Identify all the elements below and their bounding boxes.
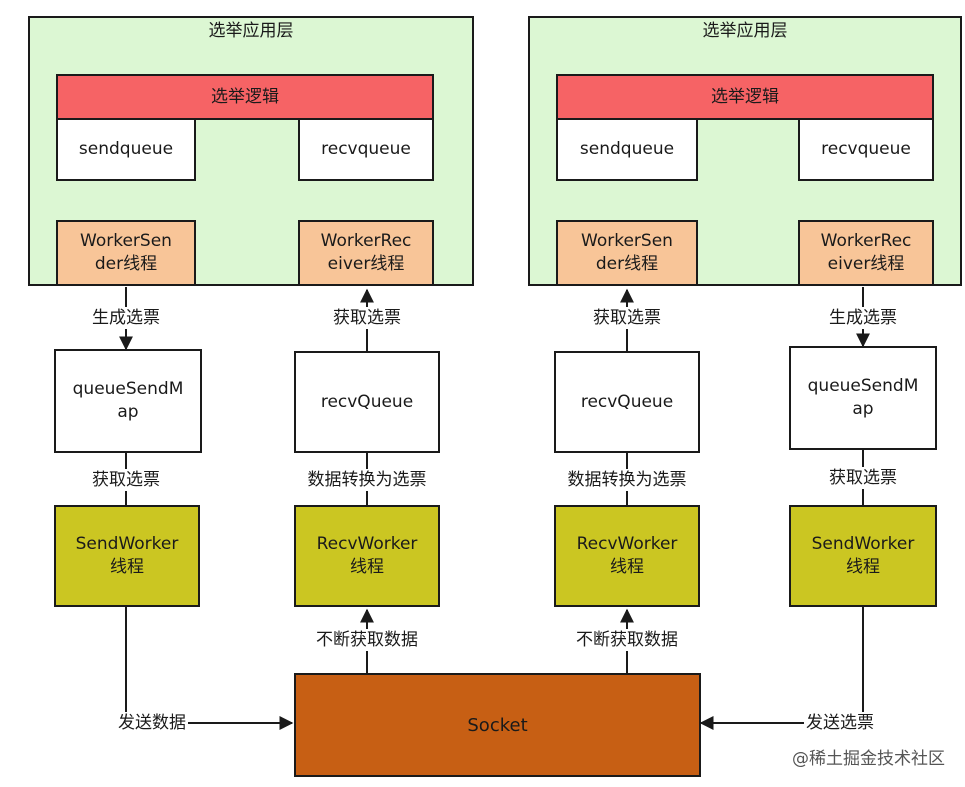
right-worker-sender-line1: WorkerSen <box>581 231 673 251</box>
left-recv-worker-line2: 线程 <box>350 557 384 577</box>
left-label-convert: 数据转换为选票 <box>305 469 429 491</box>
left-sendqueue-label: sendqueue <box>78 139 174 159</box>
right-recvqueue: recvqueue <box>798 118 934 181</box>
left-recvqueue-label: recvqueue <box>321 139 411 159</box>
left-label-fetch-data: 不断获取数据 <box>314 629 420 651</box>
left-queue-send-map: queueSendM ap <box>54 349 202 453</box>
left-worker-receiver: WorkerRec eiver线程 <box>298 220 434 286</box>
right-queue-send-map: queueSendM ap <box>789 346 937 450</box>
left-send-worker: SendWorker 线程 <box>54 505 200 607</box>
right-label-generate-vote: 生成选票 <box>827 307 899 329</box>
left-queue-send-map-line1: queueSendM <box>72 379 184 399</box>
left-worker-sender-line1: WorkerSen <box>80 231 172 251</box>
right-worker-sender: WorkerSen der线程 <box>556 220 698 286</box>
right-send-worker: SendWorker 线程 <box>789 505 937 607</box>
left-recv-queue-label: recvQueue <box>320 391 414 412</box>
right-label-send-vote: 发送选票 <box>804 712 876 734</box>
arrow-right-sendworker-to-socket <box>699 607 864 730</box>
right-label-convert: 数据转换为选票 <box>565 469 689 491</box>
left-worker-sender-line2: der线程 <box>94 254 158 274</box>
right-send-worker-line2: 线程 <box>846 557 880 577</box>
left-send-worker-line2: 线程 <box>110 557 144 577</box>
left-label-get-vote-top: 获取选票 <box>331 307 403 329</box>
arrow-left-sendworker-to-socket <box>125 607 294 730</box>
left-worker-receiver-line2: eiver线程 <box>327 254 405 274</box>
left-label-get-vote-mid: 获取选票 <box>90 469 162 491</box>
right-election-logic: 选举逻辑 <box>556 74 934 120</box>
left-queue-send-map-line2: ap <box>117 402 139 422</box>
right-recvqueue-label: recvqueue <box>821 139 911 159</box>
right-queue-send-map-line2: ap <box>852 399 874 419</box>
left-label-send-data: 发送数据 <box>116 712 188 734</box>
socket-label: Socket <box>467 714 528 736</box>
right-election-logic-label: 选举逻辑 <box>711 86 779 107</box>
right-worker-sender-line2: der线程 <box>595 254 659 274</box>
right-layer-title: 选举应用层 <box>702 21 788 41</box>
right-worker-receiver-line2: eiver线程 <box>827 254 905 274</box>
left-layer-title: 选举应用层 <box>208 21 294 41</box>
right-label-get-vote-mid: 获取选票 <box>827 467 899 489</box>
left-election-logic-label: 选举逻辑 <box>211 86 279 107</box>
left-worker-receiver-line1: WorkerRec <box>320 231 412 251</box>
right-sendqueue-label: sendqueue <box>579 139 675 159</box>
watermark: @稀土掘金技术社区 <box>792 749 945 769</box>
right-recv-worker-line2: 线程 <box>610 557 644 577</box>
left-recvqueue: recvqueue <box>298 118 434 181</box>
right-worker-receiver: WorkerRec eiver线程 <box>798 220 934 286</box>
left-worker-sender: WorkerSen der线程 <box>56 220 196 286</box>
right-send-worker-line1: SendWorker <box>811 534 915 554</box>
left-election-logic: 选举逻辑 <box>56 74 434 120</box>
right-recv-worker-line1: RecvWorker <box>576 534 678 554</box>
socket-box: Socket <box>294 673 701 777</box>
right-worker-receiver-line1: WorkerRec <box>820 231 912 251</box>
right-queue-send-map-line1: queueSendM <box>807 376 919 396</box>
left-label-generate-vote: 生成选票 <box>90 307 162 329</box>
right-recv-queue: recvQueue <box>554 351 700 453</box>
right-sendqueue: sendqueue <box>556 118 698 181</box>
right-recv-queue-label: recvQueue <box>580 391 674 412</box>
right-label-fetch-data: 不断获取数据 <box>574 629 680 651</box>
right-label-get-vote-top: 获取选票 <box>591 307 663 329</box>
left-recv-worker-line1: RecvWorker <box>316 534 418 554</box>
left-send-worker-line1: SendWorker <box>75 534 179 554</box>
left-recv-worker: RecvWorker 线程 <box>294 505 440 607</box>
right-recv-worker: RecvWorker 线程 <box>554 505 700 607</box>
left-sendqueue: sendqueue <box>56 118 196 181</box>
left-recv-queue: recvQueue <box>294 351 440 453</box>
